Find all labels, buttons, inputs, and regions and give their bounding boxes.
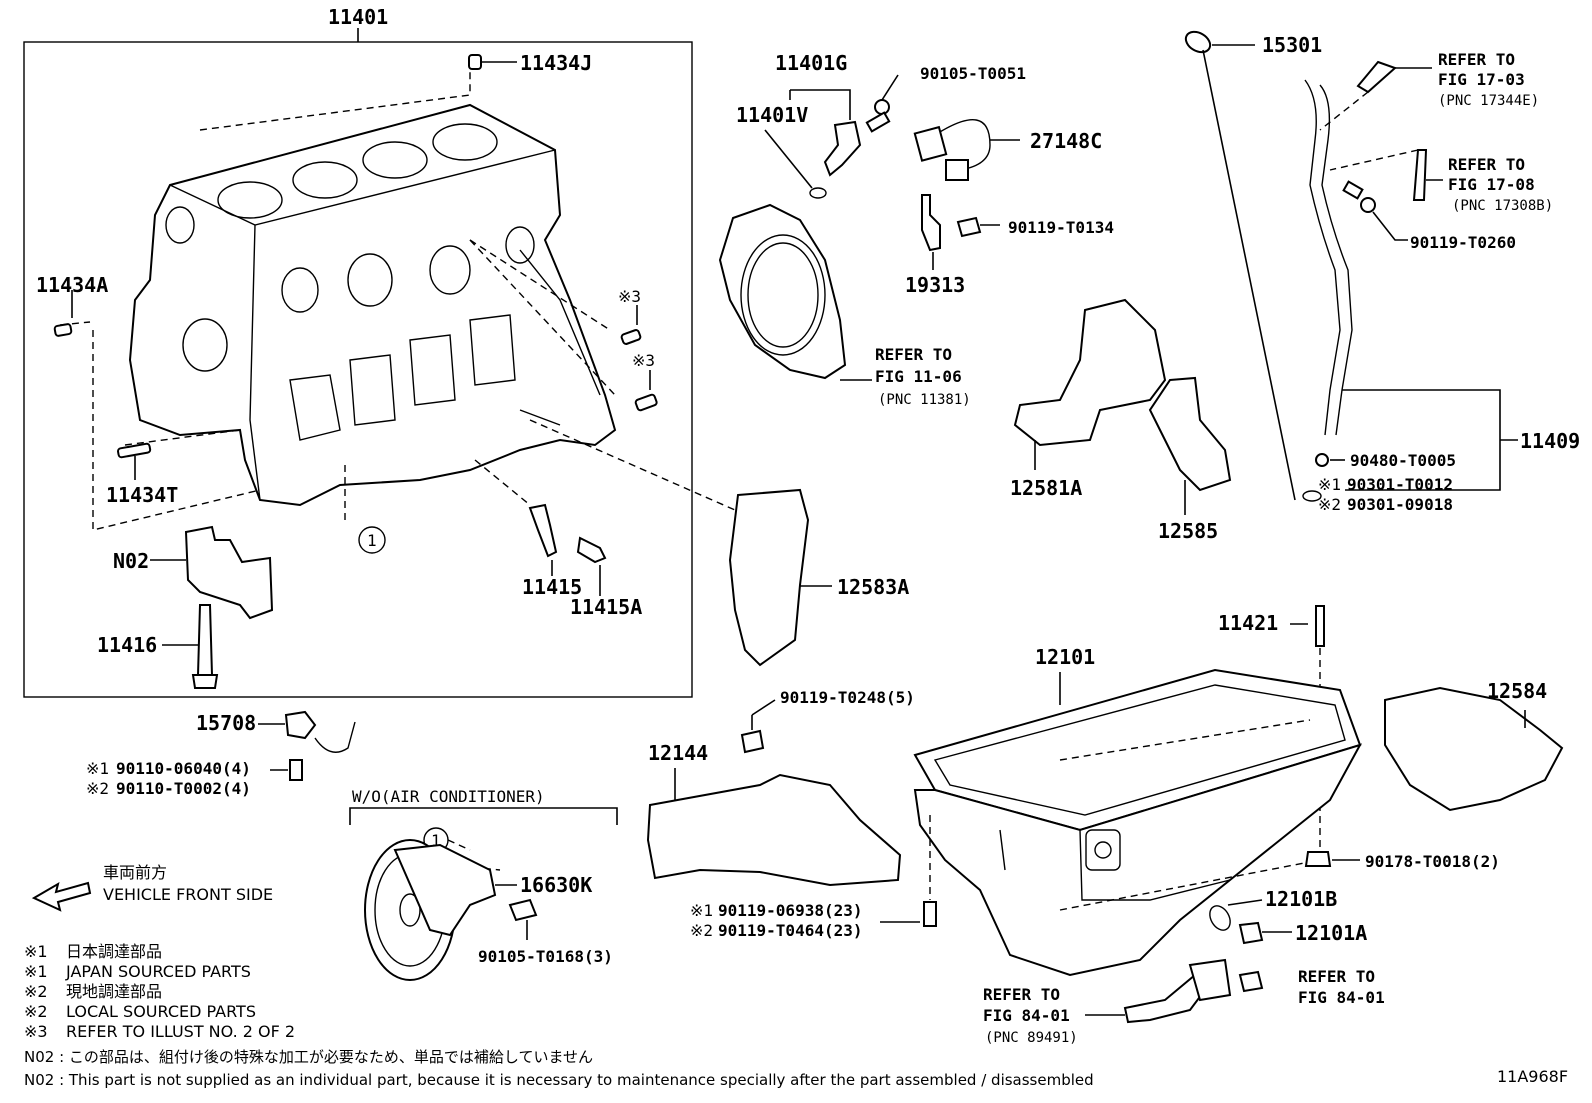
legend-text-0: 日本調達部品 xyxy=(66,942,162,961)
ref-17-08-line1: REFER TO xyxy=(1448,155,1525,174)
mark2-90110: ※2 xyxy=(86,779,109,798)
label-N02: N02 xyxy=(113,549,149,573)
label-15708: 15708 xyxy=(196,711,256,735)
label-16630K: 16630K xyxy=(520,873,592,897)
ref-17-08-line3: (PNC 17308B) xyxy=(1452,198,1553,214)
legend-text-3: LOCAL SOURCED PARTS xyxy=(66,1002,256,1021)
legend-text-4: REFER TO ILLUST NO. 2 OF 2 xyxy=(66,1022,295,1041)
label-90119-T0134: 90119-T0134 xyxy=(1008,218,1114,237)
label-90301-09018: 90301-09018 xyxy=(1347,495,1453,514)
ref-84-01a-line1: REFER TO xyxy=(983,985,1060,1004)
oil-pan-drawing xyxy=(913,668,1363,977)
label-90105-T0051: 90105-T0051 xyxy=(920,64,1026,83)
ref-17-03-line3: (PNC 17344E) xyxy=(1438,93,1539,109)
mark1-90110: ※1 xyxy=(86,759,109,778)
label-mark3-b: ※3 xyxy=(632,351,655,370)
legend-mark-4: ※3 xyxy=(24,1022,48,1041)
label-90480-T0005: 90480-T0005 xyxy=(1350,451,1456,470)
label-90119-T0464: 90119-T0464(23) xyxy=(718,921,863,940)
label-12144: 12144 xyxy=(648,741,708,765)
legend-mark-1: ※1 xyxy=(24,962,48,981)
ref-17-08-line2: FIG 17-08 xyxy=(1448,175,1535,194)
label-11401V: 11401V xyxy=(736,103,808,127)
label-11415A: 11415A xyxy=(570,595,642,619)
ref-84-01a-line2: FIG 84-01 xyxy=(983,1006,1070,1025)
label-12101: 12101 xyxy=(1035,645,1095,669)
legend-text-1: JAPAN SOURCED PARTS xyxy=(65,962,251,981)
label-19313: 19313 xyxy=(905,273,965,297)
front-en: VEHICLE FRONT SIDE xyxy=(103,885,273,904)
label-90119-06938: 90119-06938(23) xyxy=(718,901,863,920)
label-11416: 11416 xyxy=(97,633,157,657)
legend-mark-0: ※1 xyxy=(24,942,48,961)
label-12583A: 12583A xyxy=(837,575,909,599)
figure-code: 11A968F xyxy=(1497,1067,1568,1086)
ref-11-06-line1: REFER TO xyxy=(875,345,952,364)
label-90301-T0012: 90301-T0012 xyxy=(1347,475,1453,494)
label-90178-T0018: 90178-T0018(2) xyxy=(1365,852,1500,871)
cylinder-block-drawing xyxy=(128,103,617,507)
label-11434J: 11434J xyxy=(520,51,592,75)
ref-17-03-line2: FIG 17-03 xyxy=(1438,70,1525,89)
note-n02-en: N02 : This part is not supplied as an in… xyxy=(24,1071,1094,1089)
circle-ref-1-b: 1 xyxy=(431,831,441,850)
label-11409: 11409 xyxy=(1520,429,1580,453)
label-12581A: 12581A xyxy=(1010,476,1082,500)
mark2-90301: ※2 xyxy=(1318,495,1341,514)
label-90119-T0248: 90119-T0248(5) xyxy=(780,688,915,707)
legend-mark-3: ※2 xyxy=(24,1002,48,1021)
label-90119-T0260: 90119-T0260 xyxy=(1410,233,1516,252)
legend: ※1 日本調達部品 ※1 JAPAN SOURCED PARTS ※2 現地調達… xyxy=(24,942,295,1041)
ref-84-01b-line1: REFER TO xyxy=(1298,967,1375,986)
ref-11-06-line2: FIG 11-06 xyxy=(875,367,962,386)
label-15301: 15301 xyxy=(1262,33,1322,57)
mark2-90119: ※2 xyxy=(690,921,713,940)
label-wo-air-conditioner: W/O(AIR CONDITIONER) xyxy=(352,787,545,806)
ref-84-01a-line3: (PNC 89491) xyxy=(985,1030,1078,1046)
label-11401: 11401 xyxy=(328,5,388,29)
ref-84-01b-line2: FIG 84-01 xyxy=(1298,988,1385,1007)
label-mark3-a: ※3 xyxy=(618,287,641,306)
mark1-90301: ※1 xyxy=(1318,475,1341,494)
label-12585: 12585 xyxy=(1158,519,1218,543)
note-n02-jp: N02 : この部品は、組付け後の特殊な加工が必要なため、単品では補給していませ… xyxy=(24,1048,593,1066)
legend-mark-2: ※2 xyxy=(24,982,48,1001)
front-jp: 車両前方 xyxy=(103,863,167,882)
label-11421: 11421 xyxy=(1218,611,1278,635)
label-11434A: 11434A xyxy=(36,273,108,297)
circle-ref-1-a: 1 xyxy=(367,531,377,550)
label-12101A: 12101A xyxy=(1295,921,1367,945)
label-12584: 12584 xyxy=(1487,679,1547,703)
mark1-90119: ※1 xyxy=(690,901,713,920)
legend-text-2: 現地調達部品 xyxy=(66,982,162,1001)
label-11434T: 11434T xyxy=(106,483,178,507)
label-90110-06040: 90110-06040(4) xyxy=(116,759,251,778)
label-12101B: 12101B xyxy=(1265,887,1337,911)
label-27148C: 27148C xyxy=(1030,129,1102,153)
ref-17-03-line1: REFER TO xyxy=(1438,50,1515,69)
ref-11-06-line3: (PNC 11381) xyxy=(878,392,971,408)
label-90105-T0168: 90105-T0168(3) xyxy=(478,947,613,966)
label-11401G: 11401G xyxy=(775,51,847,75)
label-11415: 11415 xyxy=(522,575,582,599)
label-90110-T0002: 90110-T0002(4) xyxy=(116,779,251,798)
